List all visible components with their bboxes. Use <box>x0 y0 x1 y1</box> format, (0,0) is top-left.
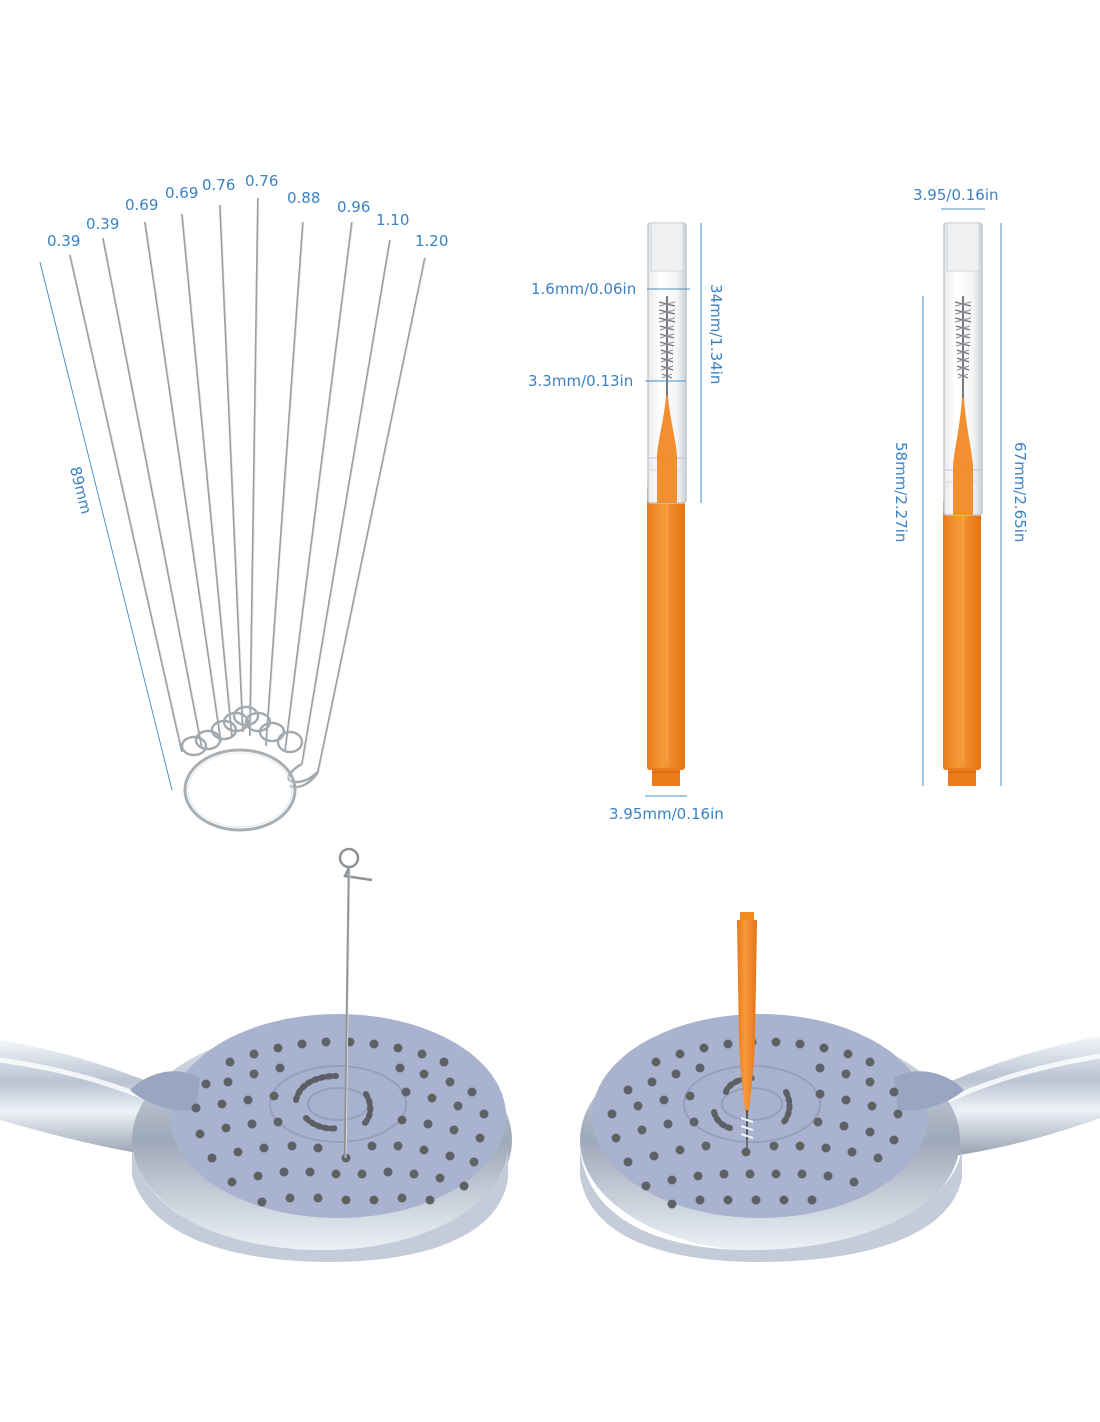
needle-wires <box>69 197 427 773</box>
brush-left: 1.6mm/0.06in 3.3mm/0.13in 34mm/1.34in 3.… <box>528 222 725 823</box>
base-diameter-label: 3.3mm/0.13in <box>528 372 633 390</box>
total-length-label: 67mm/2.65in <box>1011 442 1029 542</box>
shower-face <box>170 1014 506 1218</box>
needle-size-label: 0.69 <box>165 184 198 202</box>
length-dimension-line <box>39 261 173 791</box>
needle-size-label: 0.39 <box>86 215 119 233</box>
cap-length-label: 34mm/1.34in <box>707 284 725 384</box>
needle-size-label: 1.20 <box>415 232 448 250</box>
handle-width-label: 3.95mm/0.16in <box>609 805 724 823</box>
brush-bristles <box>658 296 676 396</box>
shower-head-right <box>580 912 1100 1262</box>
needle-size-label: 0.76 <box>202 176 235 194</box>
needle-size-label: 0.69 <box>125 196 158 214</box>
needle-set: 89mm 0.39 0.39 0.69 0.69 0.76 0.76 0.88 … <box>39 172 448 832</box>
cleaning-needle <box>338 847 373 1159</box>
needle-length-label: 89mm <box>66 465 95 516</box>
key-ring <box>183 748 297 832</box>
cleaning-brush <box>737 912 757 1150</box>
needle-size-label: 0.96 <box>337 198 370 216</box>
brush-bristles <box>954 296 972 398</box>
brush-right: 3.95/0.16in 58mm/2.27in 67mm/2.65in <box>892 186 1029 786</box>
needle-size-label: 0.88 <box>287 189 320 207</box>
body-length-label: 58mm/2.27in <box>892 442 910 542</box>
nozzles <box>191 1037 489 1207</box>
needle-size-label: 1.10 <box>376 211 409 229</box>
cap-width-label: 3.95/0.16in <box>913 186 999 204</box>
needle-size-label: 0.76 <box>245 172 278 190</box>
shower-face <box>592 1014 928 1218</box>
tip-diameter-label: 1.6mm/0.06in <box>531 280 636 298</box>
brush-handle <box>943 500 981 770</box>
brush-handle <box>647 485 685 770</box>
needle-loops <box>180 705 320 789</box>
nozzles <box>607 1037 903 1209</box>
shower-head-left <box>0 847 512 1262</box>
needle-size-label: 0.39 <box>47 232 80 250</box>
